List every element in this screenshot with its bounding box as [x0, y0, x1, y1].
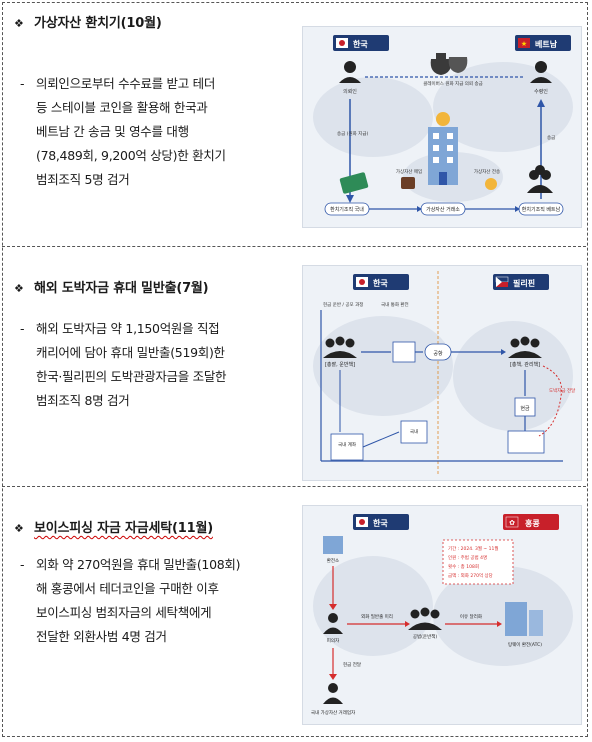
node-label: 공범(운반책) [413, 633, 437, 640]
flow-label: 송금 [547, 134, 555, 141]
flow-label: 국내 통화 환전 [381, 301, 409, 308]
flag-label: 베트남 [535, 39, 558, 49]
flow-label: 송금 (원화 지급) [337, 130, 368, 137]
node-label: [총책, 관리책] [510, 361, 540, 368]
flow-label: 이유 달러화 [460, 613, 482, 620]
node-label: 국내 [410, 428, 418, 435]
node-label: 피의자 [327, 637, 340, 644]
building-icon [505, 602, 543, 636]
body-line: 등 스테이블 코인을 활용해 한국과 [36, 100, 208, 115]
section-gambling-funds: ❖ 해외 도박자금 휴대 밀반출(7월) - 해외 도박자금 약 1,150억원을… [2, 247, 586, 487]
node-label: 공항 [433, 350, 443, 357]
dash-bullet: - [20, 557, 25, 572]
person-icon [323, 613, 343, 634]
coin-icon [436, 112, 450, 126]
diagram-voice-phishing: 한국 ✿ 홍콩 기간 : 2024. 3월 ~ 11월 인원 : 주범 공범 4… [302, 505, 582, 725]
section-title-text: 해외 도박자금 휴대 밀반출(7월) [34, 281, 209, 296]
body-line: 의뢰인으로부터 수수료를 받고 테더 [36, 76, 216, 91]
body-line: 전달한 외환사범 4명 검거 [36, 629, 167, 644]
coin-hand-icon [485, 178, 497, 190]
building-icon [323, 536, 343, 554]
flag-label: 필리핀 [513, 278, 535, 288]
info-line: 인원 : 주범 공범 4명 [448, 554, 487, 561]
section-body: - 의뢰인으로부터 수수료를 받고 테더 등 스테이블 코인을 활용해 한국과 … [20, 72, 290, 192]
info-line: 횟수 : 총 108회 [448, 563, 479, 570]
diagram-currency-exchange: 한국 ★ 베트남 의뢰인 수령인 [302, 26, 582, 228]
node-label: [총괄, 운반책] [325, 361, 355, 368]
node-label: 현금 [520, 405, 530, 412]
flow-label: 현금 전달 [343, 661, 361, 668]
flag-label: 한국 [373, 518, 388, 528]
svg-text:✿: ✿ [509, 519, 515, 527]
body-line: 캐리어에 담아 휴대 밀반출(519회)한 [36, 345, 225, 360]
money-bag-icon [430, 53, 468, 75]
node-label: 국내 가상자산 거래업자 [311, 709, 356, 716]
flow-label: 외화 밀반출 미리 [361, 613, 393, 620]
section-body: - 외화 약 270억원을 휴대 밀반출(108회) 해 홍콩에서 테더코인을 … [20, 553, 290, 649]
node-label: 탕웨이 환전(ATC) [508, 641, 542, 648]
flag-korea: 한국 [333, 35, 389, 51]
flag-label: 한국 [373, 278, 388, 288]
diamond-bullet-icon: ❖ [14, 522, 24, 535]
dash-bullet: - [20, 76, 25, 91]
people-label: 의뢰인 [343, 88, 357, 95]
info-line: 기간 : 2024. 3월 ~ 11월 [448, 545, 498, 552]
info-line: 금액 : 외화 270억 상당 [448, 572, 493, 579]
svg-text:★: ★ [521, 40, 527, 48]
flow-label: 가상자산 매입 [396, 168, 422, 175]
group-icon [408, 607, 442, 630]
flow-label: 가상자산 전송 [474, 168, 500, 175]
diagram-svg: 한국 ★ 베트남 의뢰인 수령인 [313, 35, 573, 216]
diamond-bullet-icon: ❖ [14, 282, 24, 295]
diagram-gambling-funds: 한국 필리핀 현금 운반 / 공모 과정 국내 통화 환전 [총괄, 운반책] … [302, 265, 582, 481]
body-line: 범죄조직 5명 검거 [36, 172, 130, 187]
body-line: 범죄조직 8명 검거 [36, 393, 130, 408]
flag-vietnam: ★ 베트남 [515, 35, 571, 51]
section-currency-exchange: ❖ 가상자산 환치기(10월) - 의뢰인으로부터 수수료를 받고 테더 등 스테… [2, 2, 586, 247]
group-icon [508, 336, 542, 358]
body-line: 해 홍콩에서 테더코인을 구매한 이후 [36, 581, 219, 596]
body-line: 베트남 간 송금 및 영수를 대행 [36, 124, 189, 139]
flow-label: 도박자금 전달 [549, 387, 575, 394]
node-label: 국내 계좌 [338, 441, 356, 448]
diagram-svg: 한국 필리핀 현금 운반 / 공모 과정 국내 통화 환전 [총괄, 운반책] … [313, 271, 575, 476]
body-line: (78,489회, 9,200억 상당)한 환치기 [36, 148, 226, 163]
diagram-svg: 한국 ✿ 홍콩 기간 : 2024. 3월 ~ 11월 인원 : 주범 공범 4… [311, 514, 573, 716]
section-title-text: 보이스피싱 자금 자금세탁(11월) [34, 521, 213, 536]
flag-hongkong: ✿ 홍콩 [503, 514, 559, 530]
diamond-bullet-icon: ❖ [14, 17, 24, 30]
building-icon [428, 127, 458, 185]
body-line: 해외 도박자금 약 1,150억원을 직접 [36, 321, 220, 336]
section-title: ❖ 해외 도박자금 휴대 밀반출(7월) [14, 277, 209, 296]
flow-label: 클레이버스 원화 지급 의뢰 송금 [423, 80, 483, 87]
body-line: 한국·필리핀의 도박관광자금을 조달한 [36, 369, 227, 384]
group-icon [323, 336, 357, 358]
section-voice-phishing: ❖ 보이스피싱 자금 자금세탁(11월) - 외화 약 270억원을 휴대 밀반출… [2, 487, 586, 735]
body-line: 보이스피싱 범죄자금의 세탁책에게 [36, 605, 212, 620]
flag-label: 한국 [353, 39, 368, 49]
wallet-icon [401, 177, 415, 189]
person-icon [530, 61, 552, 83]
person-icon [323, 683, 343, 704]
dash-bullet: - [20, 321, 25, 336]
group-icon [527, 165, 553, 193]
section-title-text: 가상자산 환치기(10월) [34, 16, 162, 31]
flag-philippines: 필리핀 [493, 274, 549, 290]
flag-label: 홍콩 [525, 518, 540, 528]
flow-label: 현금 운반 / 공모 과정 [323, 301, 363, 308]
node-label: 가상자산 거래소 [426, 206, 460, 213]
card-icon [339, 172, 369, 194]
section-title: ❖ 가상자산 환치기(10월) [14, 12, 162, 31]
flag-korea: 한국 [353, 514, 409, 530]
body-line: 외화 약 270억원을 휴대 밀반출(108회) [36, 557, 241, 572]
node-label: 환치기조직 베트남 [522, 206, 561, 213]
section-title: ❖ 보이스피싱 자금 자금세탁(11월) [14, 517, 213, 536]
node-label: 환전소 [327, 557, 339, 564]
person-icon [339, 61, 361, 83]
section-body: - 해외 도박자금 약 1,150억원을 직접 캐리어에 담아 휴대 밀반출(5… [20, 317, 290, 413]
people-label: 수령인 [534, 88, 548, 95]
flag-korea: 한국 [353, 274, 409, 290]
node-label: 환치기조직 국내 [330, 206, 364, 213]
